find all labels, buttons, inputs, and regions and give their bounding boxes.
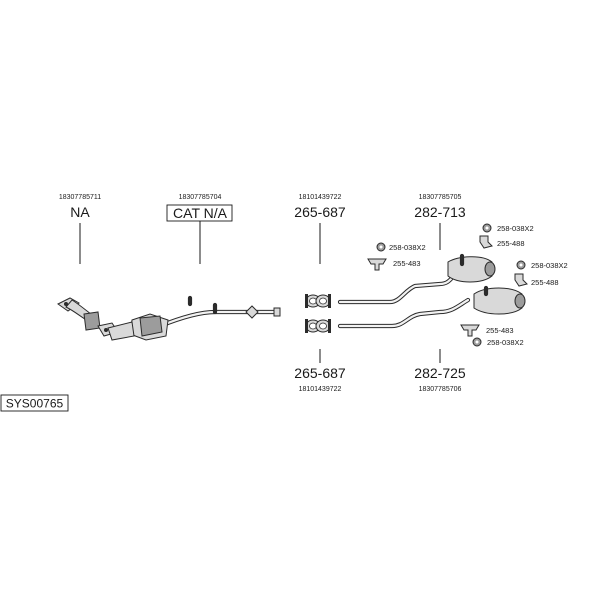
rubber-mount-mid-right[interactable] bbox=[516, 260, 526, 270]
part-label-mid-right-hanger[interactable]: 255-488 bbox=[531, 278, 559, 287]
part-label-top-left-rubber[interactable]: 258-038X2 bbox=[389, 243, 426, 252]
part-label-rear-top[interactable]: 282-713 bbox=[414, 204, 466, 220]
part-label-cat[interactable]: CAT N/A bbox=[173, 205, 228, 221]
part-label-top-right-rubber[interactable]: 258-038X2 bbox=[497, 224, 534, 233]
part-label-clamp-top[interactable]: 265-687 bbox=[294, 204, 346, 220]
part-label-mid-right-rubber[interactable]: 258-038X2 bbox=[531, 261, 568, 270]
diagram-code-box bbox=[0, 394, 69, 412]
clamp-top-part[interactable] bbox=[305, 294, 331, 308]
rubber-mount-top-right[interactable] bbox=[482, 223, 492, 233]
hanger-bottom[interactable] bbox=[460, 324, 480, 337]
oem-number-rear-top: 18307785705 bbox=[419, 194, 462, 201]
rear-silencer-bottom-part[interactable] bbox=[337, 285, 526, 329]
oem-number-cat: 18307785704 bbox=[179, 194, 222, 201]
oem-number-na: 18307785711 bbox=[59, 194, 101, 201]
hanger-top-right[interactable] bbox=[479, 235, 493, 249]
part-label-top-left-hanger[interactable]: 255-483 bbox=[393, 259, 421, 268]
clamp-bottom-part[interactable] bbox=[305, 319, 331, 333]
oem-number-clamp-bottom: 18101439722 bbox=[299, 386, 342, 393]
rear-silencer-top-part[interactable] bbox=[337, 253, 496, 305]
hanger-top-left[interactable] bbox=[367, 258, 387, 271]
part-label-top-right-hanger[interactable]: 255-488 bbox=[497, 239, 525, 248]
catalytic-converter-part[interactable] bbox=[107, 295, 281, 341]
part-label-clamp-bottom[interactable]: 265-687 bbox=[294, 365, 346, 381]
hanger-mid-right[interactable] bbox=[514, 273, 528, 287]
diagram-code: SYS00765 bbox=[6, 397, 64, 411]
part-label-na[interactable]: NA bbox=[70, 204, 90, 220]
part-label-bottom-rubber[interactable]: 258-038X2 bbox=[487, 338, 524, 347]
rubber-mount-bottom[interactable] bbox=[472, 337, 482, 347]
rubber-mount-top-left[interactable] bbox=[376, 242, 386, 252]
part-label-bottom-hanger[interactable]: 255-483 bbox=[486, 326, 514, 335]
part-label-rear-bottom[interactable]: 282-725 bbox=[414, 365, 466, 381]
oem-number-rear-bottom: 18307785706 bbox=[419, 386, 462, 393]
oem-number-clamp-top: 18101439722 bbox=[299, 194, 342, 201]
